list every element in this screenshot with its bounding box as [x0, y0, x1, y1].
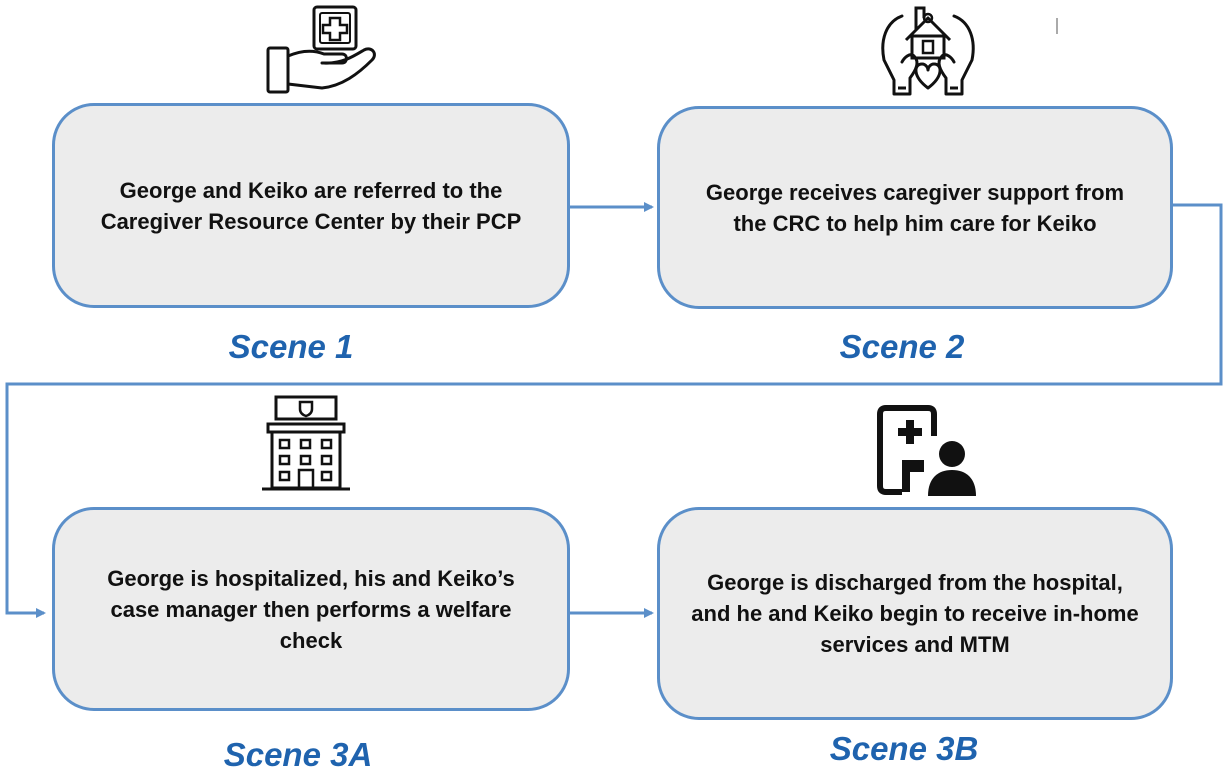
scene-2-box: George receives caregiver support from t…	[657, 106, 1173, 309]
hands-house-heart-icon	[881, 6, 975, 96]
arrow-scene2-to-scene3a	[5, 203, 1223, 618]
scene-3b-text: George is discharged from the hospital, …	[691, 570, 1139, 657]
scene-3b-label: Scene 3B	[829, 730, 979, 767]
hand-holding-medical-icon	[266, 5, 376, 94]
scene-1-text: George and Keiko are referred to the Car…	[100, 177, 522, 234]
patient-discharge-icon	[877, 405, 976, 496]
scene-1-label: Scene 1	[228, 328, 354, 365]
scene-3b-box: George is discharged from the hospital, …	[657, 507, 1173, 720]
scene-3a-text: George is hospitalized, his and Keiko’s …	[107, 565, 515, 653]
scene-2-text: George receives caregiver support from t…	[705, 179, 1125, 236]
scene-3a-label: Scene 3A	[223, 736, 373, 773]
scene-3a-box: George is hospitalized, his and Keiko’s …	[52, 507, 570, 711]
scene-1-box: George and Keiko are referred to the Car…	[52, 103, 570, 308]
hospital-building-icon	[262, 395, 350, 491]
scene-2-label: Scene 2	[839, 328, 965, 365]
